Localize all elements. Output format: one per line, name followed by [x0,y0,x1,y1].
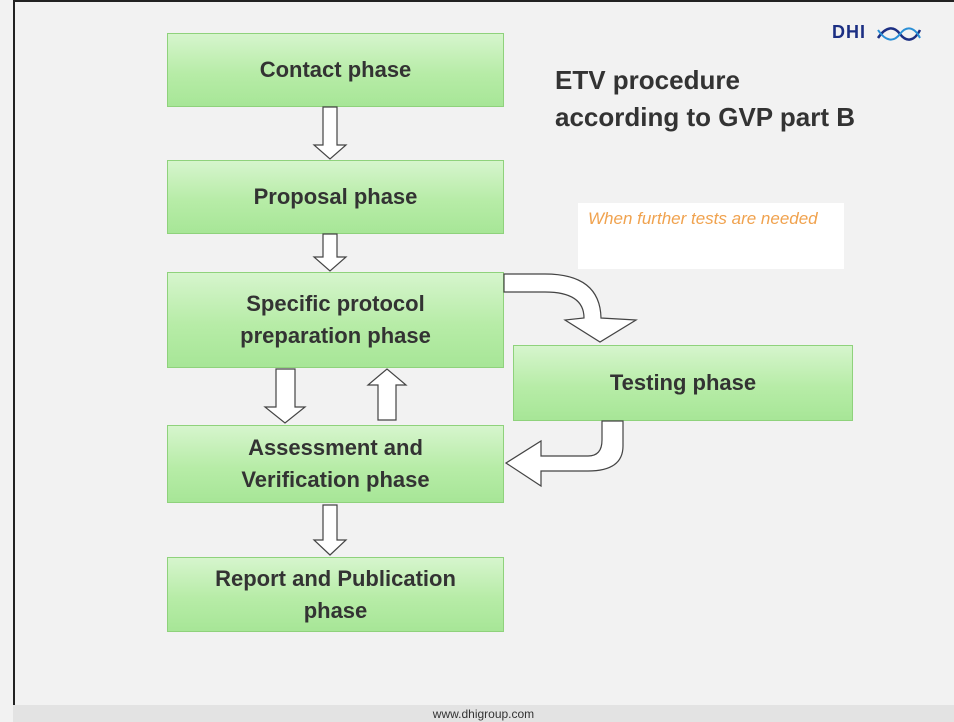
testing-phase-box: Testing phase [513,345,853,421]
assessment-phase-line-1: Assessment and [248,435,423,460]
protocol-phase-line-1: Specific protocol [246,291,425,316]
arrow-protocol-to-testing [503,273,638,343]
dhi-logo: DHI [832,22,922,43]
logo-text: DHI [832,22,866,42]
arrow-assessment-to-protocol [366,368,408,421]
testing-phase-label: Testing phase [609,370,757,395]
proposal-phase-label: Proposal phase [253,184,418,209]
slide-title: ETV procedure according to GVP part B [555,62,945,136]
report-phase-box: Report and Publication phase [167,557,504,632]
contact-phase-label: Contact phase [259,57,412,82]
protocol-phase-box: Specific protocol preparation phase [167,272,504,368]
footer-url: www.dhigroup.com [432,707,535,721]
footer-bar: www.dhigroup.com [13,705,954,722]
frame-left-border [13,0,15,722]
contact-phase-box: Contact phase [167,33,504,107]
title-line-2: according to GVP part B [555,102,856,132]
title-line-1: ETV procedure [555,65,740,95]
dhi-wave-logo-icon [876,27,922,41]
arrow-assessment-to-report [312,504,348,556]
report-phase-line-2: phase [303,597,368,623]
arrow-testing-to-assessment [504,420,624,488]
arrow-protocol-to-assessment [263,368,307,424]
assessment-phase-box: Assessment and Verification phase [167,425,504,503]
protocol-phase-line-2: preparation phase [240,323,431,348]
assessment-phase-line-2: Verification phase [241,467,430,492]
arrow-contact-to-proposal [312,106,348,160]
arrow-proposal-to-protocol [312,233,348,272]
report-phase-line-1: Report and Publication [215,565,456,591]
further-tests-note: When further tests are needed [578,203,844,269]
frame-top-border [13,0,954,2]
proposal-phase-box: Proposal phase [167,160,504,234]
